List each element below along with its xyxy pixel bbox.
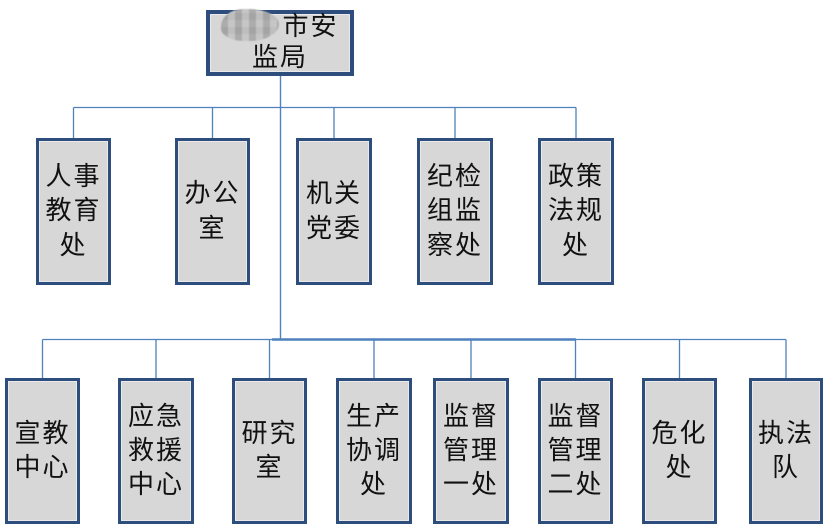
org-node-publicity-center: 宣教 中心 <box>5 378 80 524</box>
org-node-root-label-line1: 市安 <box>282 11 339 42</box>
org-node-personnel-education: 人事 教育 处 <box>36 138 111 285</box>
org-node-emergency-rescue-center: 应急 救援 中心 <box>118 378 194 524</box>
org-node-label: 纪检 组监 察处 <box>426 162 483 261</box>
org-node-label: 人事 教育 处 <box>45 162 102 261</box>
org-node-enforcement-team: 执法 队 <box>749 378 823 524</box>
org-node-production-coordination: 生产 协调 处 <box>336 378 412 524</box>
org-node-label: 政策 法规 处 <box>547 162 604 261</box>
org-node-party-committee: 机关 党委 <box>296 138 372 285</box>
org-node-root: 市安 监局 <box>206 9 354 76</box>
org-node-supervision-division-2: 监督 管理 二处 <box>538 378 613 524</box>
org-node-label: 研究 室 <box>241 418 298 483</box>
org-node-label: 机关 党委 <box>305 179 362 244</box>
org-node-root-content: 市安 监局 <box>221 9 339 74</box>
org-node-supervision-division-1: 监督 管理 一处 <box>433 378 509 524</box>
org-node-root-label-line2: 监局 <box>251 43 308 73</box>
org-node-research-office: 研究 室 <box>232 378 307 524</box>
org-node-label: 生产 协调 处 <box>345 401 402 501</box>
org-node-discipline-inspection: 纪检 组监 察处 <box>417 138 493 285</box>
redacted-city-name <box>221 9 280 42</box>
org-node-label: 监督 管理 二处 <box>547 401 604 501</box>
org-node-general-office: 办公 室 <box>175 138 250 285</box>
org-node-label: 宣教 中心 <box>14 418 71 483</box>
org-node-label: 危化 处 <box>651 418 708 483</box>
org-node-label: 执法 队 <box>757 418 814 483</box>
org-node-label: 办公 室 <box>184 179 241 244</box>
org-node-policy-regulation: 政策 法规 处 <box>538 138 614 285</box>
org-node-label: 应急 救援 中心 <box>127 401 184 501</box>
org-node-hazardous-chemicals: 危化 处 <box>642 378 717 524</box>
org-node-label: 监督 管理 一处 <box>442 401 499 501</box>
